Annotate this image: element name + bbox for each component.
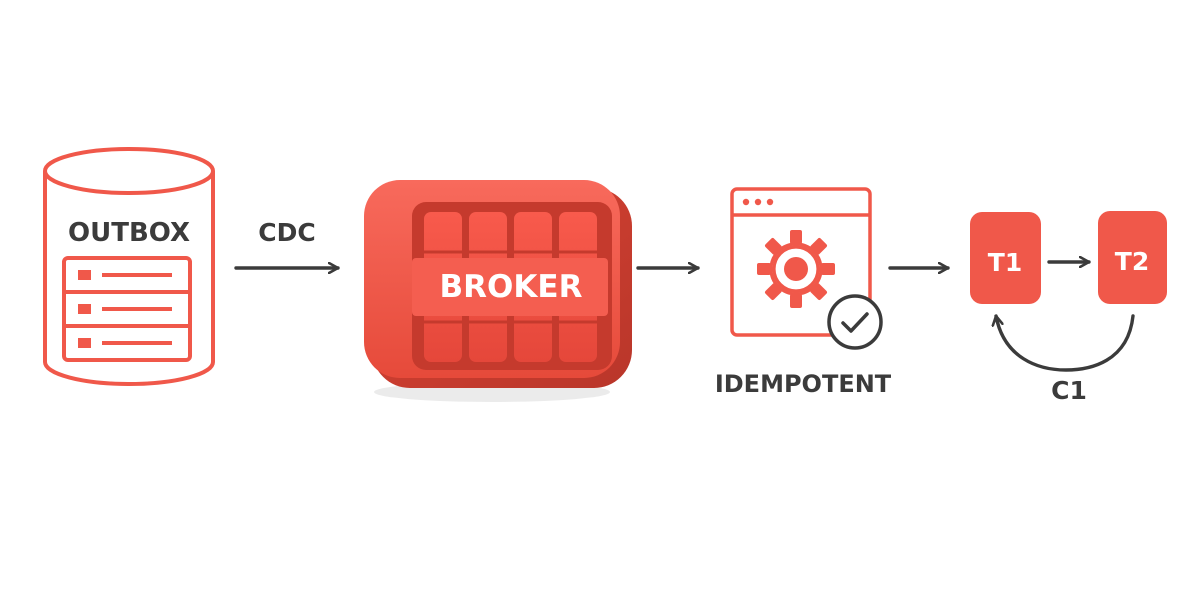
idempotent-label: IDEMPOTENT	[715, 370, 892, 398]
t2-node: T2	[1098, 211, 1167, 304]
outbox-record-rows	[78, 270, 172, 348]
database-icon	[43, 147, 215, 386]
t1-node: T1	[970, 212, 1041, 304]
broker-label-band	[412, 258, 608, 316]
outbox-node: OUTBOX	[43, 147, 215, 386]
broker-node: BROKER	[364, 180, 632, 402]
record-bullet	[78, 270, 91, 280]
t2-label: T2	[1115, 247, 1149, 276]
edge-c1: C1	[996, 314, 1135, 405]
t1-tile	[970, 212, 1041, 304]
consumer-node: IDEMPOTENT	[715, 187, 892, 398]
app-window-icon	[730, 187, 872, 337]
t1-label: T1	[988, 248, 1022, 277]
gear-icon	[757, 230, 835, 308]
broker-label: BROKER	[440, 269, 583, 305]
outbox-label: OUTBOX	[68, 218, 190, 248]
c1-label: C1	[1051, 376, 1087, 405]
edge-cdc: CDC	[234, 218, 340, 268]
arrow-c1-loop	[996, 314, 1135, 372]
check-circle-icon	[827, 294, 883, 350]
record-bullet	[78, 304, 91, 314]
cdc-label: CDC	[258, 218, 315, 247]
t2-tile	[1098, 211, 1167, 304]
record-bullet	[78, 338, 91, 348]
